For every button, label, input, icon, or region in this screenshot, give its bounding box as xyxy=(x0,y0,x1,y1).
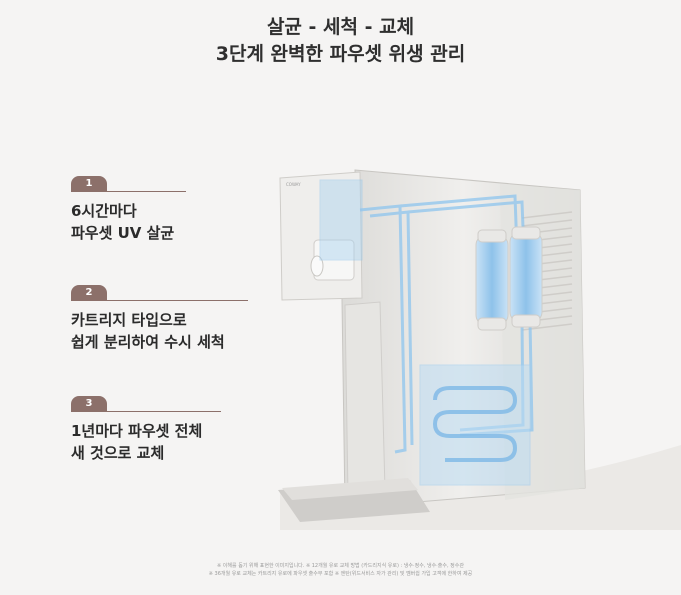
step-line: 새 것으로 교체 xyxy=(71,444,165,462)
step-number-badge: 3 xyxy=(71,396,107,411)
step-line: 카트리지 타입으로 xyxy=(71,311,187,329)
step-line: 6시간마다 xyxy=(71,202,137,220)
water-purifier-illustration: COWAY xyxy=(278,169,681,530)
step-1: 1 6시간마다 파우셋 UV 살균 xyxy=(71,176,291,244)
step-description: 6시간마다 파우셋 UV 살균 xyxy=(71,200,291,244)
faucet-stem xyxy=(344,301,386,496)
faucet-lever xyxy=(310,255,324,277)
uv-module xyxy=(319,179,363,261)
drip-tray-top xyxy=(282,478,418,500)
step-number-badge: 1 xyxy=(71,176,107,191)
step-line: 쉽게 분리하여 수시 세척 xyxy=(71,333,225,351)
step-line: 1년마다 파우셋 전체 xyxy=(71,422,203,440)
footnote-line: ※ 이해를 돕기 위해 표현한 이미지입니다. ※ 12개월 유로 교체 방법 … xyxy=(217,563,464,569)
step-description: 1년마다 파우셋 전체 새 것으로 교체 xyxy=(71,420,291,464)
step-line: 파우셋 UV 살균 xyxy=(71,224,175,242)
filter-cartridges xyxy=(475,226,543,331)
step-3: 3 1년마다 파우셋 전체 새 것으로 교체 xyxy=(71,396,291,464)
headline-line-1: 살균 - 세척 - 교체 xyxy=(266,16,415,38)
headline: 살균 - 세척 - 교체 3단계 완벽한 파우셋 위생 관리 xyxy=(0,14,681,68)
step-2: 2 카트리지 타입으로 쉽게 분리하여 수시 세척 xyxy=(71,285,291,353)
headline-line-2: 3단계 완벽한 파우셋 위생 관리 xyxy=(215,43,466,65)
cold-tank xyxy=(419,364,531,486)
step-divider xyxy=(71,300,248,301)
step-number-badge: 2 xyxy=(71,285,107,300)
footnote-line: ※ 36개월 유로 교체는 카트리지 유로에 파우셋 출수부 포함 ※ 엔탄(위… xyxy=(208,571,473,577)
step-divider xyxy=(71,411,221,412)
step-divider xyxy=(71,191,186,192)
brand-logo: COWAY xyxy=(286,182,301,187)
footnote: ※ 이해를 돕기 위해 표현한 이미지입니다. ※ 12개월 유로 교체 방법 … xyxy=(0,562,681,578)
cooling-coil xyxy=(432,386,518,462)
step-description: 카트리지 타입으로 쉽게 분리하여 수시 세척 xyxy=(71,309,291,353)
